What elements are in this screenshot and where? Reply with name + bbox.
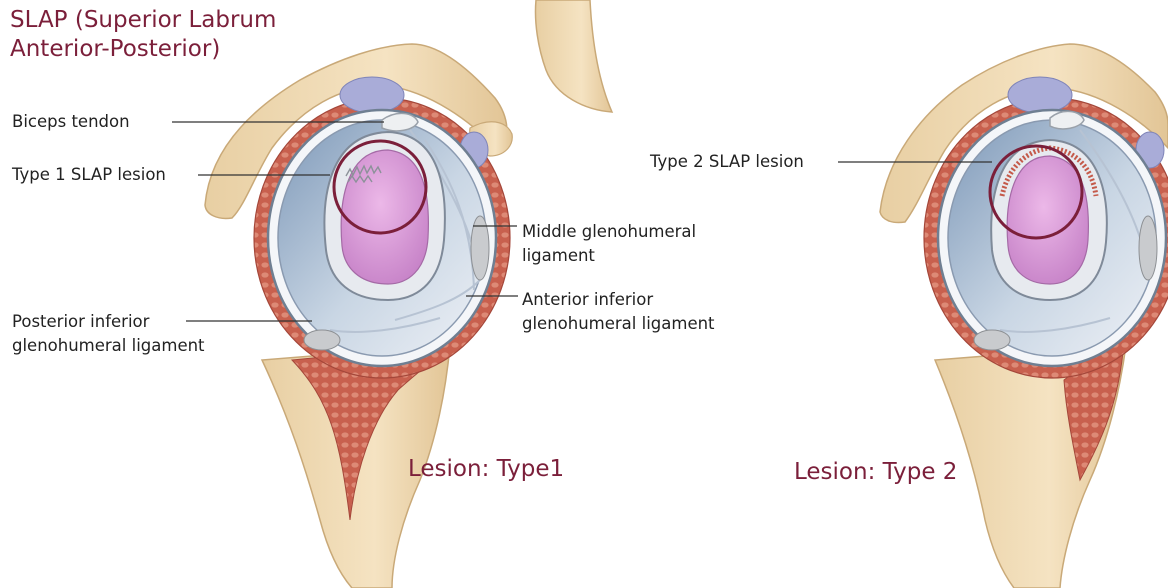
caption-lesion-type1: Lesion: Type1	[408, 455, 564, 483]
label-anterior-inferior-ligament: Anterior inferior glenohumeral ligament	[522, 288, 715, 336]
label-type1-slap-lesion: Type 1 SLAP lesion	[12, 163, 166, 187]
posterior-ligament-thickening-right	[974, 330, 1010, 350]
label-biceps-tendon: Biceps tendon	[12, 110, 130, 134]
label-middle-glenohumeral-ligament: Middle glenohumeral ligament	[522, 220, 696, 268]
bursa-top-left	[340, 77, 404, 113]
label-posterior-inferior-ligament: Posterior inferior glenohumeral ligament	[12, 310, 205, 358]
bursa-top-right	[1008, 77, 1072, 113]
caption-lesion-type2: Lesion: Type 2	[794, 458, 957, 486]
figure-title: SLAP (Superior Labrum Anterior-Posterior…	[10, 6, 276, 64]
humerus-shaft-left	[535, 0, 612, 112]
glenoid-cartilage-right	[1007, 156, 1088, 284]
right-shoulder-figure	[838, 44, 1168, 588]
middle-ligament-thickening-right	[1139, 216, 1157, 280]
posterior-ligament-thickening-left	[304, 330, 340, 350]
label-type2-slap-lesion: Type 2 SLAP lesion	[650, 150, 804, 174]
